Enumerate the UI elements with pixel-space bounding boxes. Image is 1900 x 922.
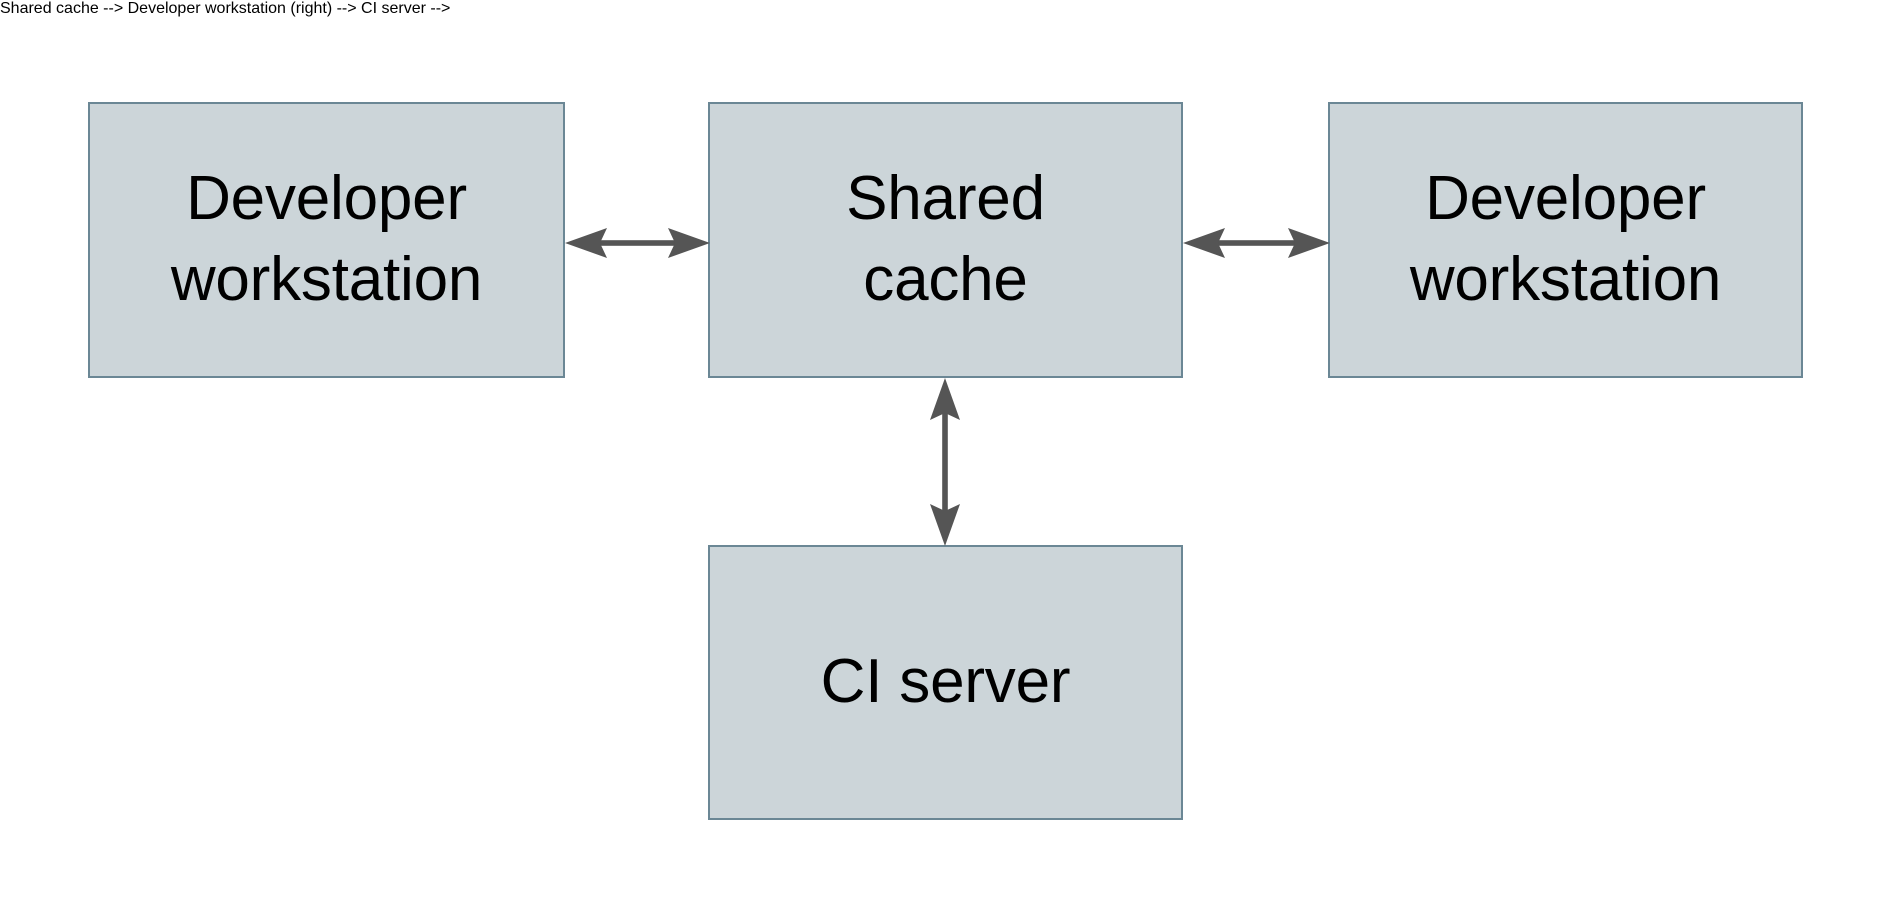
edge-shared-cache-to-dev-right-bidirectional-arrow xyxy=(1183,228,1330,258)
node-shared-cache[interactable]: Shared cache xyxy=(708,102,1183,378)
edge-dev-left-to-shared-cache-bidirectional-arrow xyxy=(565,228,710,258)
node-label: Developer workstation xyxy=(170,164,483,314)
node-developer-workstation-right[interactable]: Developer workstation xyxy=(1328,102,1803,378)
node-label: Shared cache xyxy=(846,164,1045,314)
node-label: CI server xyxy=(820,647,1071,717)
node-developer-workstation-left[interactable]: Developer workstation xyxy=(88,102,565,378)
node-ci-server[interactable]: CI server xyxy=(708,545,1183,820)
edge-shared-cache-to-ci-server-bidirectional-arrow xyxy=(930,378,960,546)
node-label: Developer workstation xyxy=(1409,164,1722,314)
